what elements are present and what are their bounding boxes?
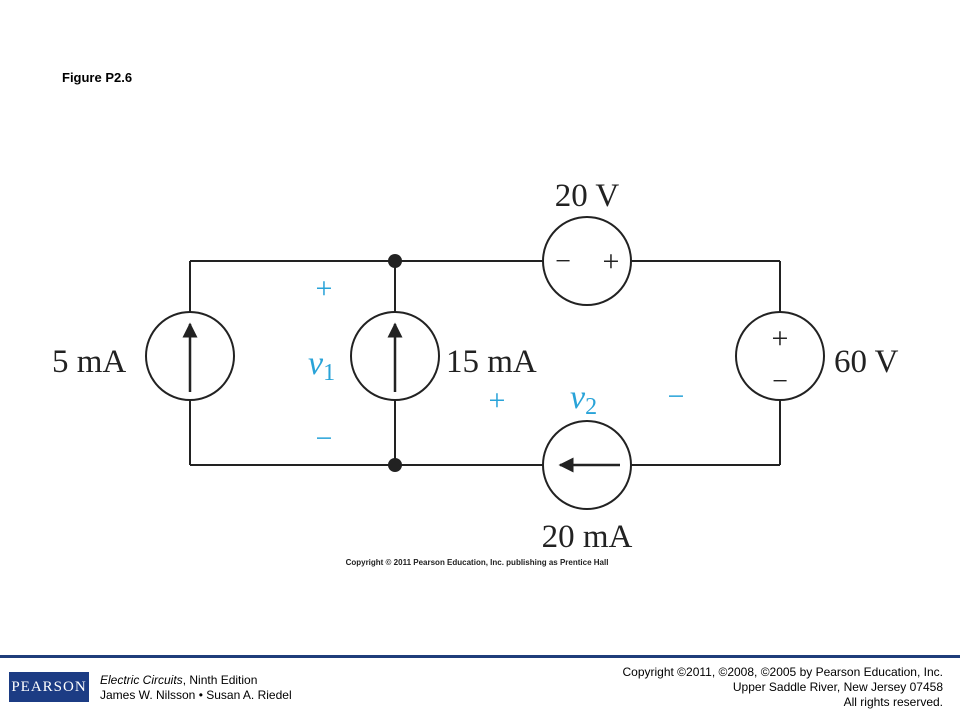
copyright-line-2: Upper Saddle River, New Jersey 07458 (732, 680, 943, 694)
footer-rule (0, 655, 960, 658)
v1-letter: v (308, 345, 324, 382)
v1-minus: − (316, 422, 333, 455)
node-top (388, 254, 402, 268)
v1-sub: 1 (323, 360, 335, 386)
node-bottom (388, 458, 402, 472)
figure-title: Figure P2.6 (62, 70, 133, 85)
v1-plus: + (316, 272, 333, 305)
book-authors: James W. Nilsson • Susan A. Riedel (100, 688, 292, 702)
current-source-15mA (350, 311, 440, 401)
v2-label: v2 (570, 379, 597, 420)
src60V-minus: − (772, 366, 788, 397)
pearson-logo: PEARSON (9, 672, 89, 702)
v2-letter: v (570, 379, 586, 416)
src20V-plus: + (603, 245, 620, 278)
v1-label: v1 (308, 345, 335, 386)
book-title: Electric Circuits (100, 673, 183, 687)
current-source-5mA (145, 311, 235, 401)
footer-copyright: Copyright ©2011, ©2008, ©2005 by Pearson… (622, 665, 943, 710)
wires (189, 260, 781, 466)
src60V-plus: + (772, 322, 789, 355)
book-info: Electric Circuits, Ninth Edition James W… (100, 673, 292, 703)
book-edition: , Ninth Edition (182, 673, 258, 687)
v2-plus: + (489, 384, 506, 417)
label-60V: 60 V (834, 344, 899, 380)
label-15mA: 15 mA (446, 344, 537, 380)
v2-minus: − (668, 380, 685, 413)
label-5mA: 5 mA (52, 344, 126, 380)
copyright-line-3: All rights reserved. (843, 695, 943, 709)
current-source-20mA (542, 420, 632, 510)
copyright-line-1: Copyright ©2011, ©2008, ©2005 by Pearson… (622, 665, 943, 679)
label-20V: 20 V (555, 178, 620, 214)
diagram-copyright: Copyright © 2011 Pearson Education, Inc.… (345, 558, 609, 567)
voltage-source-20V (542, 216, 632, 306)
voltage-source-60V (735, 311, 825, 401)
v2-sub: 2 (585, 394, 597, 420)
src20V-minus: − (555, 246, 571, 277)
label-20mA: 20 mA (542, 519, 633, 555)
circuit-diagram: 5 mA 15 mA − + 20 V + − 60 V 20 mA + v1 … (52, 178, 899, 555)
